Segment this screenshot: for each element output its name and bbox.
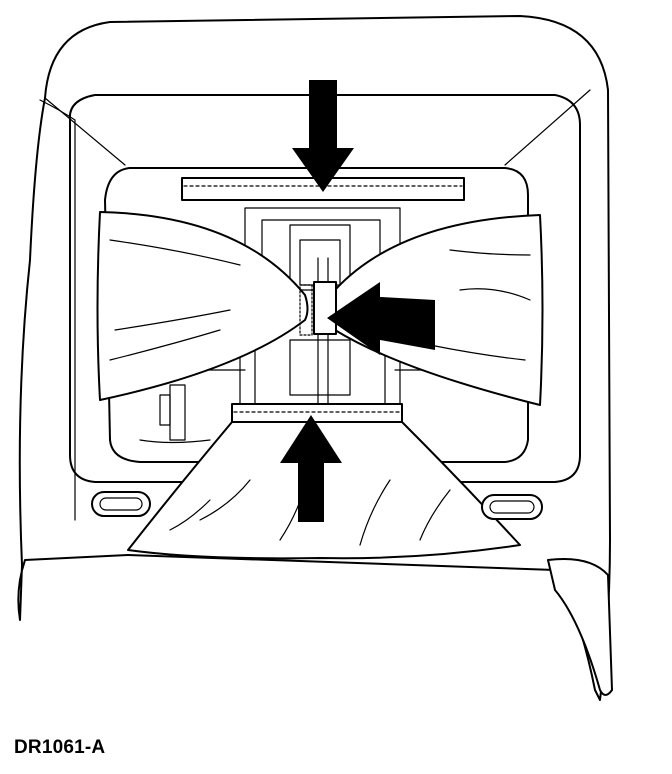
arrow-middle [327,282,435,355]
side-handles [91,491,543,520]
bottom-rail [231,403,403,423]
arrow-top [292,80,354,192]
cushion-edge-left [39,99,76,521]
frame-opening [68,94,581,483]
center-clip [299,257,337,411]
wrapped-cover [96,211,544,406]
arrow-bottom [280,415,342,522]
corner-flap [547,558,613,696]
cover-wrinkles [169,469,451,546]
frame-rim [104,167,529,463]
figure-id-label: DR1061-A [14,737,106,758]
